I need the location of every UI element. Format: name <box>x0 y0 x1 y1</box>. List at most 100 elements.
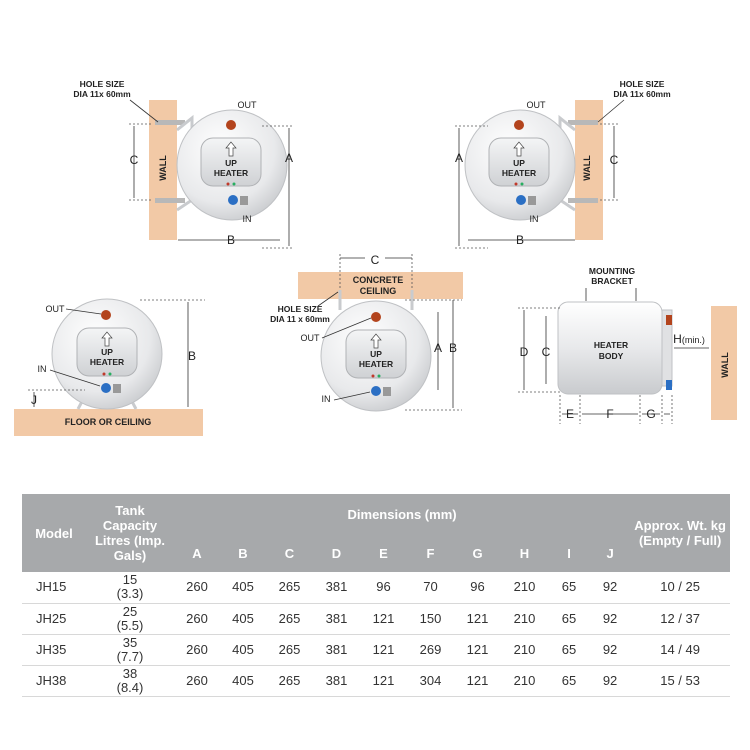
dim-a-label: A <box>285 151 293 165</box>
cell-dim: 96 <box>454 572 501 604</box>
cell-dim: 265 <box>266 665 313 697</box>
dim-g-label: G <box>646 407 655 421</box>
cell-dim: 210 <box>501 665 548 697</box>
ceiling-bracket <box>338 290 414 310</box>
panel-heater-label: HEATER <box>90 357 124 367</box>
cell-dim: 121 <box>360 603 407 635</box>
cell-model: JH35 <box>22 634 86 666</box>
cell-capacity: 38(8.4) <box>86 665 174 697</box>
dim-c-label: C <box>371 253 380 267</box>
header-dim-c: C <box>266 534 313 572</box>
dim-b-label: B <box>227 233 235 247</box>
wall-label: WALL <box>582 155 592 181</box>
hole-size-value: DIA 11x 60mm <box>613 89 671 99</box>
in-pointer <box>333 391 371 401</box>
panel-heater-label: HEATER <box>502 168 536 178</box>
header-dimensions: Dimensions (mm) <box>174 494 631 534</box>
cell-gals: (7.7) <box>116 648 144 664</box>
hole-size-label: HOLE SIZE <box>620 79 665 89</box>
in-label: IN <box>530 214 539 224</box>
dim-c-label: C <box>130 153 139 167</box>
dim-e-label: E <box>566 407 574 421</box>
hole-pointer <box>317 291 339 307</box>
hole-size-label: HOLE SIZE <box>278 304 323 314</box>
diagram-floor-mount: FLOOR OR CEILING OUT UP HEATER IN B J <box>14 298 205 436</box>
out-pointer <box>65 308 102 315</box>
header-dim-j: J <box>590 534 631 572</box>
cell-dim: 405 <box>220 603 266 635</box>
dim-b-label: B <box>449 341 457 355</box>
cell-dim: 265 <box>266 572 313 604</box>
cell-dim: 92 <box>590 603 631 635</box>
cell-dim: 210 <box>501 603 548 635</box>
cell-capacity: 25(5.5) <box>86 603 174 635</box>
floor-block <box>14 409 203 436</box>
cell-dim: 92 <box>590 665 631 697</box>
cell-dim: 381 <box>313 572 360 604</box>
wall-bolt <box>155 198 185 203</box>
in-valve <box>228 195 238 205</box>
indicator-light <box>520 182 524 186</box>
body-label: HEATER <box>594 340 628 350</box>
diagram-wall-mount-right: WALL HOLE SIZE DIA 11x 60mm OUT UP HEATE… <box>455 79 671 249</box>
in-label: IN <box>243 214 252 224</box>
ceiling-label-2: CEILING <box>360 286 397 296</box>
valve-fitting <box>240 196 248 205</box>
in-valve <box>371 386 381 396</box>
floor-label: FLOOR OR CEILING <box>65 417 152 427</box>
valve-fitting <box>113 384 121 393</box>
spec-table: Model Tank Capacity Litres (Imp. Gals) D… <box>22 494 731 697</box>
cell-gals: (3.3) <box>116 586 144 602</box>
cell-dim: 210 <box>501 572 548 604</box>
indicator-light <box>377 374 381 378</box>
wall-bolt <box>155 120 185 125</box>
header-dim-e: E <box>360 534 407 572</box>
panel-heater-label: HEATER <box>214 168 248 178</box>
cell-dim: 260 <box>174 634 220 666</box>
in-valve <box>666 380 672 390</box>
cell-dim: 260 <box>174 603 220 635</box>
control-panel <box>76 327 138 377</box>
panel-up-label: UP <box>101 347 113 357</box>
table-row: JH15 15(3.3) 260 405 265 381 96 70 96 21… <box>22 572 731 604</box>
cell-capacity: 35(7.7) <box>86 634 174 666</box>
out-valve <box>666 315 672 325</box>
cell-dim: 405 <box>220 572 266 604</box>
header-dim-d: D <box>313 534 360 572</box>
cell-model: JH15 <box>22 572 86 604</box>
header-dim-b: B <box>220 534 266 572</box>
diagram-side-view: WALL MOUNTING BRACKET HEATER BODY H(min.… <box>518 266 737 424</box>
out-valve <box>514 120 524 130</box>
dim-a-label: A <box>434 341 442 355</box>
dim-c-label: C <box>610 153 619 167</box>
cell-dim: 121 <box>454 665 501 697</box>
in-label: IN <box>38 364 47 374</box>
hole-size-value: DIA 11 x 60mm <box>270 314 330 324</box>
table-row: JH35 35(7.7) 260 405 265 381 121 269 121… <box>22 634 731 666</box>
cell-dim: 65 <box>548 572 590 604</box>
cell-dim: 70 <box>407 572 454 604</box>
cell-dim: 96 <box>360 572 407 604</box>
hole-size-value: DIA 11x 60mm <box>73 89 131 99</box>
dim-h-label: H(min.) <box>673 332 705 346</box>
cell-dim: 381 <box>313 634 360 666</box>
in-valve <box>516 195 526 205</box>
indicator-light <box>514 182 518 186</box>
cell-dim: 260 <box>174 572 220 604</box>
cell-dim: 150 <box>407 603 454 635</box>
up-arrow-icon <box>513 141 525 157</box>
cell-model: JH25 <box>22 603 86 635</box>
cell-dim: 92 <box>590 572 631 604</box>
panel-up-label: UP <box>225 158 237 168</box>
header-model: Model <box>22 494 86 572</box>
cell-dim: 210 <box>501 634 548 666</box>
cell-dim: 121 <box>360 665 407 697</box>
cell-dim: 121 <box>360 634 407 666</box>
cell-weight: 14 / 49 <box>630 634 731 666</box>
out-valve <box>226 120 236 130</box>
mounting-pointer <box>585 288 637 301</box>
cell-dim: 121 <box>454 634 501 666</box>
up-arrow-icon <box>101 331 113 347</box>
wall-bolt <box>568 120 598 125</box>
ceiling-block <box>298 272 463 299</box>
